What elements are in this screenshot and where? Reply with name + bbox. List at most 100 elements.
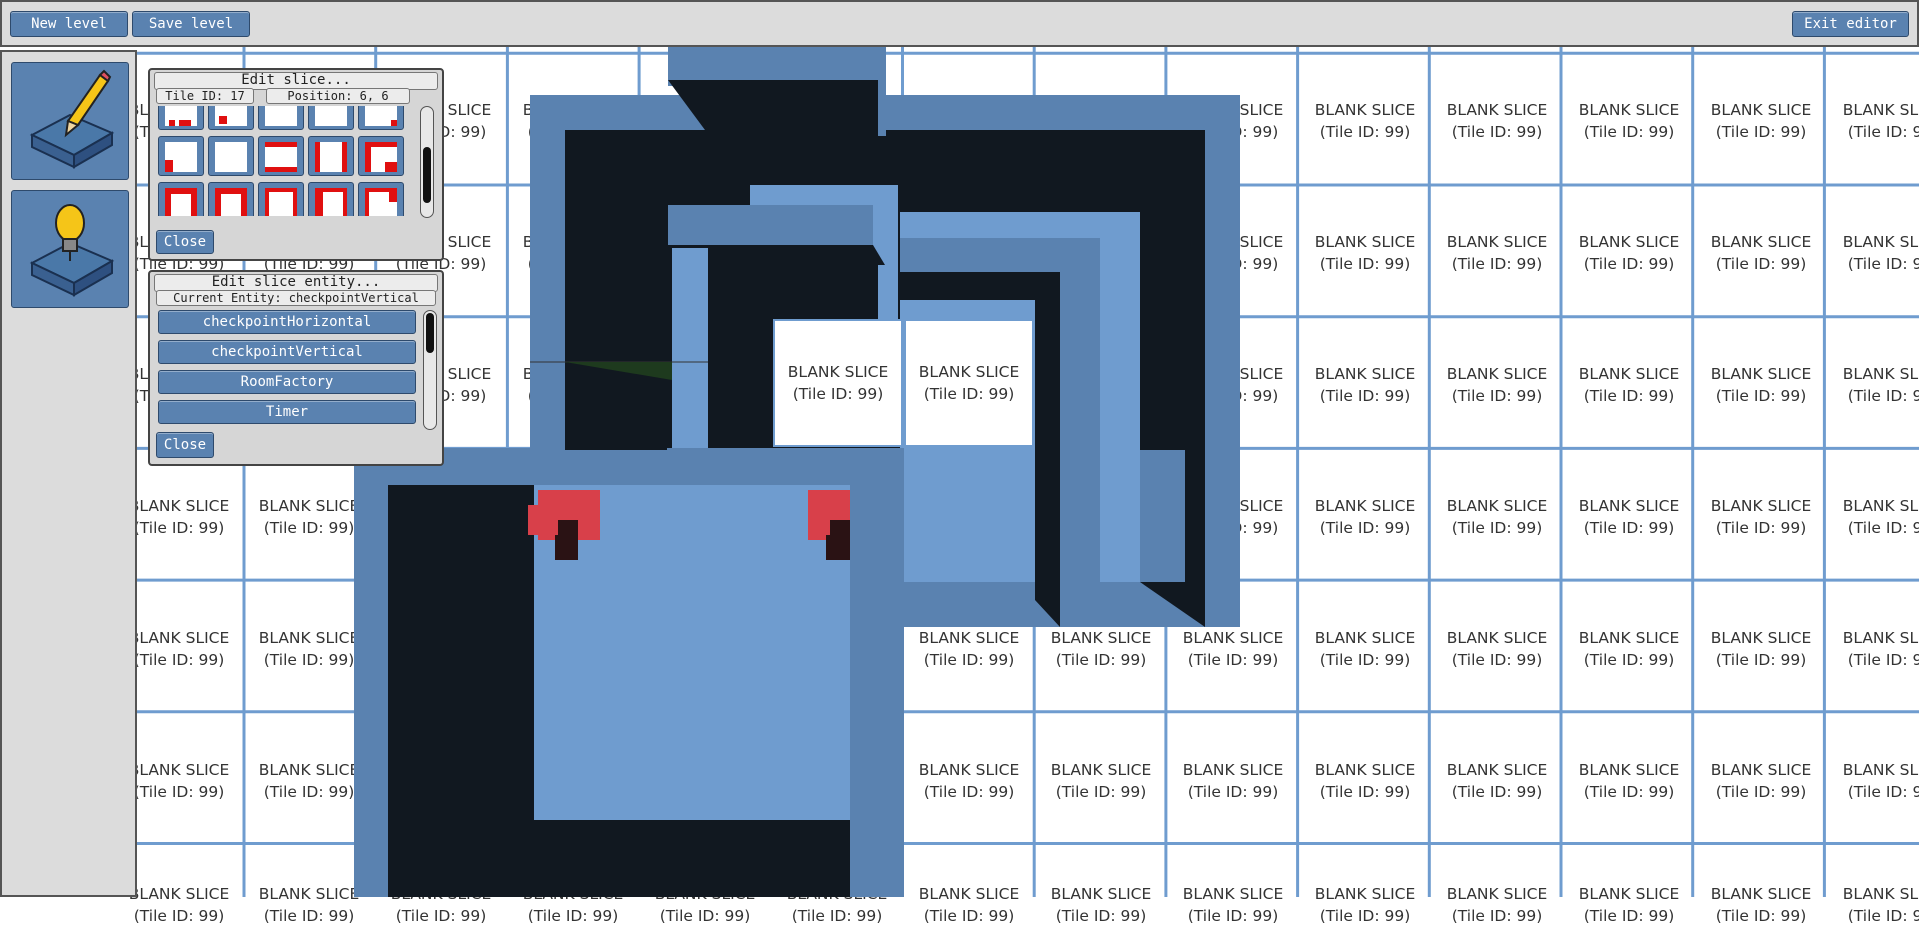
blank-slice-tile[interactable]: BLANK SLICE(Tile ID: 99) bbox=[114, 477, 244, 557]
blank-slice-tile-id: (Tile ID: 99) bbox=[1847, 255, 1919, 273]
blank-slice-title: BLANK SLICE bbox=[258, 761, 360, 779]
blank-slice-tile-id: (Tile ID: 99) bbox=[1715, 651, 1807, 669]
blank-slice-tile-id: (Tile ID: 99) bbox=[1583, 651, 1675, 669]
blank-slice-tile[interactable]: BLANK SLICE(Tile ID: 99) bbox=[1696, 741, 1826, 821]
tile-option[interactable] bbox=[208, 106, 254, 130]
blank-slice-tile[interactable]: BLANK SLICE(Tile ID: 99) bbox=[1432, 609, 1562, 689]
blank-slice-tile[interactable]: BLANK SLICE(Tile ID: 99) bbox=[904, 609, 1034, 689]
blank-slice-tile[interactable]: BLANK SLICE(Tile ID: 99) bbox=[1696, 81, 1826, 161]
new-level-button[interactable]: New level bbox=[10, 11, 128, 37]
blank-slice-tile[interactable]: BLANK SLICE (Tile ID: 99) bbox=[1828, 213, 1919, 293]
blank-slice-title: BLANK SLICE bbox=[1842, 629, 1919, 647]
blank-slice-tile[interactable]: BLANK SLICE(Tile ID: 99) bbox=[1432, 213, 1562, 293]
blank-slice-tile[interactable]: BLANK SLICE(Tile ID: 99) bbox=[1564, 477, 1694, 557]
tile-option[interactable] bbox=[158, 106, 204, 130]
blank-slice-tile-id: (Tile ID: 99) bbox=[1583, 519, 1675, 537]
tile-option[interactable] bbox=[358, 182, 404, 216]
blank-slice-tile[interactable]: BLANK SLICE(Tile ID: 99) bbox=[114, 609, 244, 689]
position-label: Position: 6, 6 bbox=[266, 88, 410, 104]
entity-option-checkpointhorizontal[interactable]: checkpointHorizontal bbox=[158, 310, 416, 334]
blank-slice-tile-id: (Tile ID: 99) bbox=[1451, 907, 1543, 925]
tile-option[interactable] bbox=[158, 136, 204, 176]
blank-slice-tile[interactable]: BLANK SLICE(Tile ID: 99) bbox=[1564, 213, 1694, 293]
blank-slice-tile[interactable]: BLANK SLICE(Tile ID: 99) bbox=[1432, 81, 1562, 161]
blank-slice-tile[interactable]: BLANK SLICE(Tile ID: 99) bbox=[1564, 345, 1694, 425]
tile-palette-scrollbar[interactable] bbox=[420, 106, 434, 218]
tile-pattern-icon bbox=[265, 188, 297, 216]
blank-slice-tile[interactable]: BLANK SLICE(Tile ID: 99) bbox=[1828, 345, 1919, 425]
blank-slice-tile[interactable]: BLANK SLICE(Tile ID: 99) bbox=[1300, 213, 1430, 293]
blank-slice-title: BLANK SLICE bbox=[1710, 101, 1812, 119]
tile-option[interactable] bbox=[308, 106, 354, 130]
blank-slice-title: BLANK SLICE bbox=[1446, 497, 1548, 515]
blank-slice-tile[interactable]: BLANK SLICE(Tile ID: 99) bbox=[244, 477, 374, 557]
blank-slice-tile[interactable]: BLANK SLICE(Tile ID: 99) bbox=[1300, 741, 1430, 821]
tile-option[interactable] bbox=[358, 106, 404, 130]
tile-option[interactable] bbox=[208, 182, 254, 216]
edit-slice-close-button[interactable]: Close bbox=[156, 230, 214, 254]
blank-slice-tile[interactable]: BLANK SLICE(Tile ID: 99) bbox=[1564, 609, 1694, 689]
blank-slice-tile[interactable]: BLANK SLICE(Tile ID: 99) bbox=[1432, 477, 1562, 557]
tile-option[interactable] bbox=[208, 136, 254, 176]
tile-id-label: Tile ID: 17 bbox=[156, 88, 254, 104]
blank-slice-tile-id: (Tile ID: 99) bbox=[1319, 783, 1411, 801]
entity-tool-button[interactable] bbox=[11, 190, 129, 308]
blank-slice-title: BLANK SLICE bbox=[1842, 233, 1919, 251]
blank-slice-tile-id: (Tile ID: 99) bbox=[1319, 907, 1411, 925]
blank-slice-tile-id: (Tile ID: 99) bbox=[1847, 907, 1919, 925]
tile-option[interactable] bbox=[258, 136, 304, 176]
blank-slice-tile-id: (Tile ID: 99) bbox=[133, 783, 225, 801]
tile-palette[interactable] bbox=[158, 106, 408, 216]
blank-slice-tile[interactable]: BLANK SLICE(Tile ID: 99) bbox=[1300, 477, 1430, 557]
blank-slice-tile-id: (Tile ID: 99) bbox=[1187, 907, 1279, 925]
blank-slice-tile-id: (Tile ID: 99) bbox=[1319, 651, 1411, 669]
blank-slice-tile[interactable]: BLANK SLICE(Tile ID: 99) bbox=[1168, 609, 1298, 689]
blank-slice-tile-id: (Tile ID: 99) bbox=[791, 907, 883, 925]
edit-tool-button[interactable] bbox=[11, 62, 129, 180]
blank-slice-tile[interactable]: BLANK SLICE(Tile ID: 99) bbox=[1564, 81, 1694, 161]
blank-slice-tile[interactable]: BLANK SLICE(Tile ID: 99) bbox=[1300, 345, 1430, 425]
blank-slice-tile-id: (Tile ID: 99) bbox=[1451, 651, 1543, 669]
blank-slice-tile[interactable]: BLANK SLICE(Tile ID: 99) bbox=[114, 741, 244, 821]
blank-slice-tile-id: (Tile ID: 99) bbox=[1055, 907, 1147, 925]
blank-slice-tile[interactable]: BLANK SLICE(Tile ID: 99) bbox=[1828, 477, 1919, 557]
entity-option-roomfactory[interactable]: RoomFactory bbox=[158, 370, 416, 394]
save-level-button[interactable]: Save level bbox=[132, 11, 250, 37]
blank-slice-tile[interactable]: BLANK SLICE(Tile ID: 99) bbox=[1036, 609, 1166, 689]
blank-slice-tile[interactable]: BLANK SLICE(Tile ID: 99) bbox=[904, 741, 1034, 821]
tile-option[interactable] bbox=[358, 136, 404, 176]
blank-slice-title: BLANK SLICE bbox=[1314, 629, 1416, 647]
blank-slice-tile[interactable]: BLANK SLICE(Tile ID: 99) bbox=[1828, 609, 1919, 689]
blank-slice-tile-id: (Tile ID: 99) bbox=[1583, 255, 1675, 273]
blank-slice-tile-id: (Tile ID: 99) bbox=[1451, 255, 1543, 273]
blank-slice-tile[interactable]: BLANK SLICE(Tile ID: 99) bbox=[1696, 477, 1826, 557]
blank-slice-tile[interactable]: BLANK SLICE(Tile ID: 99) bbox=[1828, 741, 1919, 821]
blank-slice-tile[interactable]: BLANK SLICE(Tile ID: 99) bbox=[1432, 741, 1562, 821]
blank-slice-tile[interactable]: BLANK SLICE(Tile ID: 99) bbox=[1696, 213, 1826, 293]
blank-slice-tile[interactable]: BLANK SLICE(Tile ID: 99) bbox=[1432, 345, 1562, 425]
entity-option-timer[interactable]: Timer bbox=[158, 400, 416, 424]
blank-slice-tile[interactable]: BLANK SLICE(Tile ID: 99) bbox=[1696, 609, 1826, 689]
blank-slice-tile-id: (Tile ID: 99) bbox=[133, 519, 225, 537]
exit-editor-button[interactable]: Exit editor bbox=[1792, 11, 1909, 37]
blank-slice-tile[interactable]: BLANK SLICE(Tile ID: 99) bbox=[773, 319, 903, 447]
blank-slice-tile[interactable]: BLANK SLICE(Tile ID: 99) bbox=[1168, 741, 1298, 821]
blank-slice-tile[interactable]: BLANK SLICE(Tile ID: 99) bbox=[1300, 81, 1430, 161]
blank-slice-tile[interactable]: BLANK SLICE(Tile ID: 99) bbox=[1036, 741, 1166, 821]
tile-option[interactable] bbox=[158, 182, 204, 216]
blank-slice-tile[interactable]: BLANK SLICE(Tile ID: 99) bbox=[244, 609, 374, 689]
blank-slice-tile[interactable]: BLANK SLICE(Tile ID: 99) bbox=[244, 741, 374, 821]
blank-slice-tile[interactable]: BLANK SLICE(Tile ID: 99) bbox=[1564, 741, 1694, 821]
entity-option-checkpointvertical[interactable]: checkpointVertical bbox=[158, 340, 416, 364]
tile-option[interactable] bbox=[308, 136, 354, 176]
blank-slice-tile-id: (Tile ID: 99) bbox=[1715, 907, 1807, 925]
blank-slice-tile[interactable]: BLANK SLICE (Tile ID: 99) bbox=[1300, 609, 1430, 689]
edit-entity-close-button[interactable]: Close bbox=[156, 432, 214, 458]
blank-slice-tile[interactable]: BLANK SLICE(Tile ID: 99) bbox=[1828, 81, 1919, 161]
tile-option[interactable] bbox=[258, 182, 304, 216]
entity-list-scrollbar[interactable] bbox=[423, 310, 437, 430]
tile-option[interactable] bbox=[258, 106, 304, 130]
tile-option[interactable] bbox=[308, 182, 354, 216]
blank-slice-tile[interactable]: BLANK SLICE(Tile ID: 99) bbox=[1696, 345, 1826, 425]
blank-slice-tile[interactable]: BLANK SLICE(Tile ID: 99) bbox=[904, 319, 1034, 447]
